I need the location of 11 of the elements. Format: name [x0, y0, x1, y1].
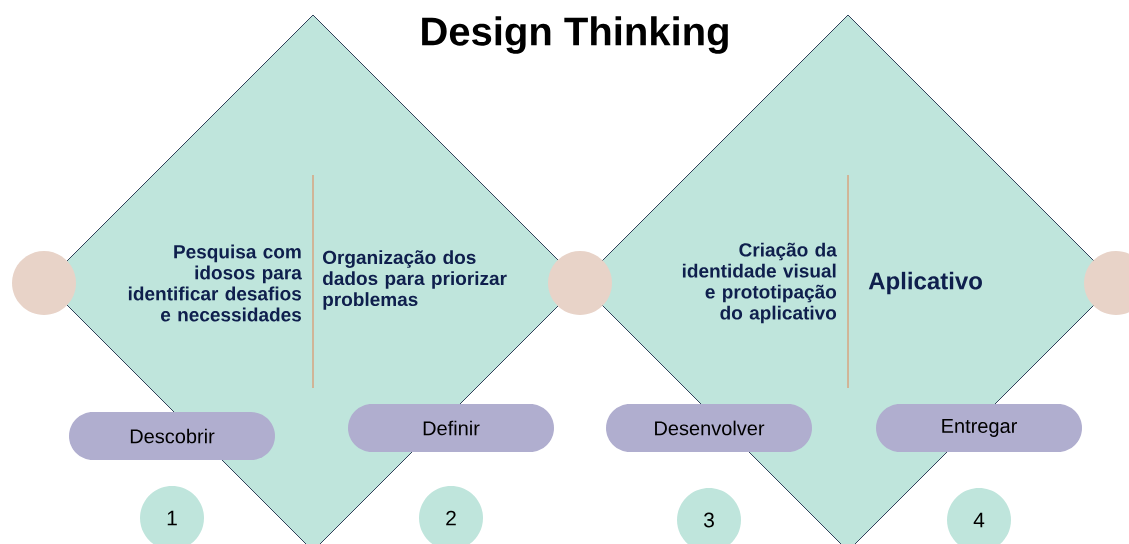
- phase-pill: Definir: [348, 404, 554, 452]
- phase-pill: Descobrir: [69, 412, 275, 460]
- step-number: 3: [677, 488, 741, 544]
- step-number: 4: [947, 488, 1011, 544]
- circle: [548, 251, 612, 315]
- phase-pill: Desenvolver: [606, 404, 812, 452]
- title: Design Thinking: [422, 16, 728, 54]
- step-number: 2: [419, 486, 483, 544]
- step-number: 1: [140, 486, 204, 544]
- phase-pill: Entregar: [876, 404, 1082, 452]
- circle: [12, 251, 76, 315]
